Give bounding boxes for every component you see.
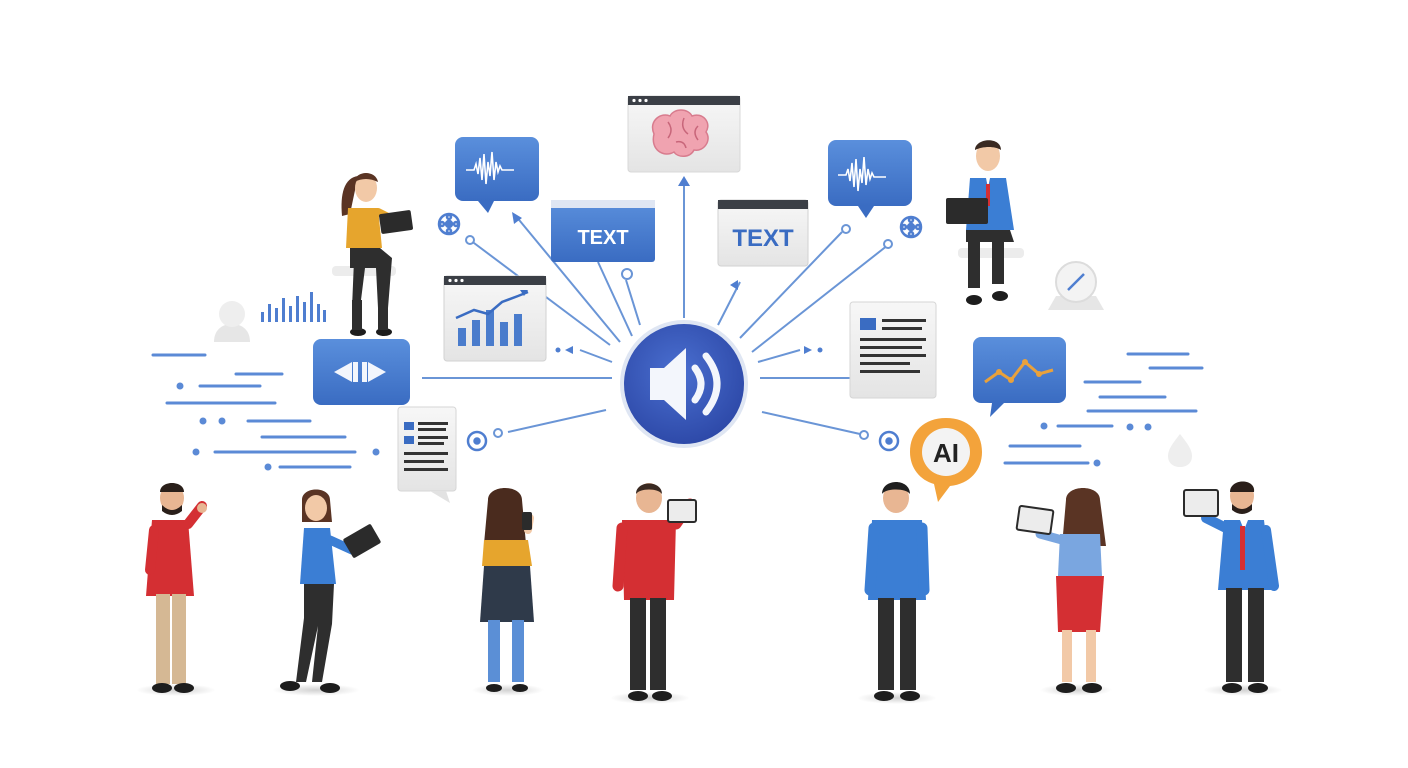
media-controls-card[interactable] <box>313 339 410 405</box>
person-red-shirt-man <box>612 483 697 701</box>
film-reel-icon <box>437 212 461 236</box>
film-reel-icon <box>878 430 900 452</box>
user-avatar-icon <box>214 301 250 342</box>
document-card-left <box>397 406 457 503</box>
waveform-card-right <box>828 140 912 218</box>
arrow-heads <box>512 176 823 354</box>
left-data-lines <box>151 353 380 471</box>
text-card-right: TEXT <box>717 199 809 267</box>
document-icon <box>860 318 926 373</box>
audio-level-icon <box>261 292 326 322</box>
central-speaker-hub[interactable] <box>620 320 748 448</box>
waveform-icon <box>838 156 886 192</box>
person-blue-shirt-man <box>864 482 930 701</box>
text-card-left-label: TEXT <box>577 227 628 249</box>
right-data-lines <box>1003 352 1204 467</box>
speaker-sound-icon <box>650 348 721 420</box>
person-red-jacket <box>145 483 207 693</box>
bar-chart-card <box>443 275 547 362</box>
line-chart-card <box>973 337 1066 417</box>
ai-badge-label: AI <box>933 438 959 468</box>
film-reel-icon <box>899 215 923 239</box>
waveform-card-left <box>455 137 539 213</box>
text-card-left: TEXT <box>551 200 655 262</box>
connector-nodes <box>465 224 893 440</box>
person-blue-jacket-man <box>1183 481 1279 693</box>
ai-badge: AI <box>910 418 982 502</box>
connector-lines <box>422 180 889 435</box>
brain-icon <box>651 109 709 157</box>
floor-shadows <box>136 684 1283 704</box>
brain-window-card <box>627 95 741 173</box>
line-chart-icon <box>984 359 1054 384</box>
waveform-icon <box>466 151 514 185</box>
drop-icon <box>1168 434 1192 467</box>
person-red-skirt-woman <box>1015 488 1106 693</box>
person-blue-shirt-woman <box>280 489 381 693</box>
play-controls-icon <box>334 362 386 382</box>
bar-chart-icon <box>455 290 529 346</box>
seated-man-tablet <box>946 140 1024 305</box>
gauge-icon <box>1048 261 1104 310</box>
person-yellow-top-woman <box>480 488 534 692</box>
document-icon <box>404 422 448 471</box>
text-card-right-label: TEXT <box>732 225 794 252</box>
document-card-right <box>849 301 937 399</box>
film-reel-icon <box>466 430 488 452</box>
seated-woman-tablet <box>332 173 413 336</box>
